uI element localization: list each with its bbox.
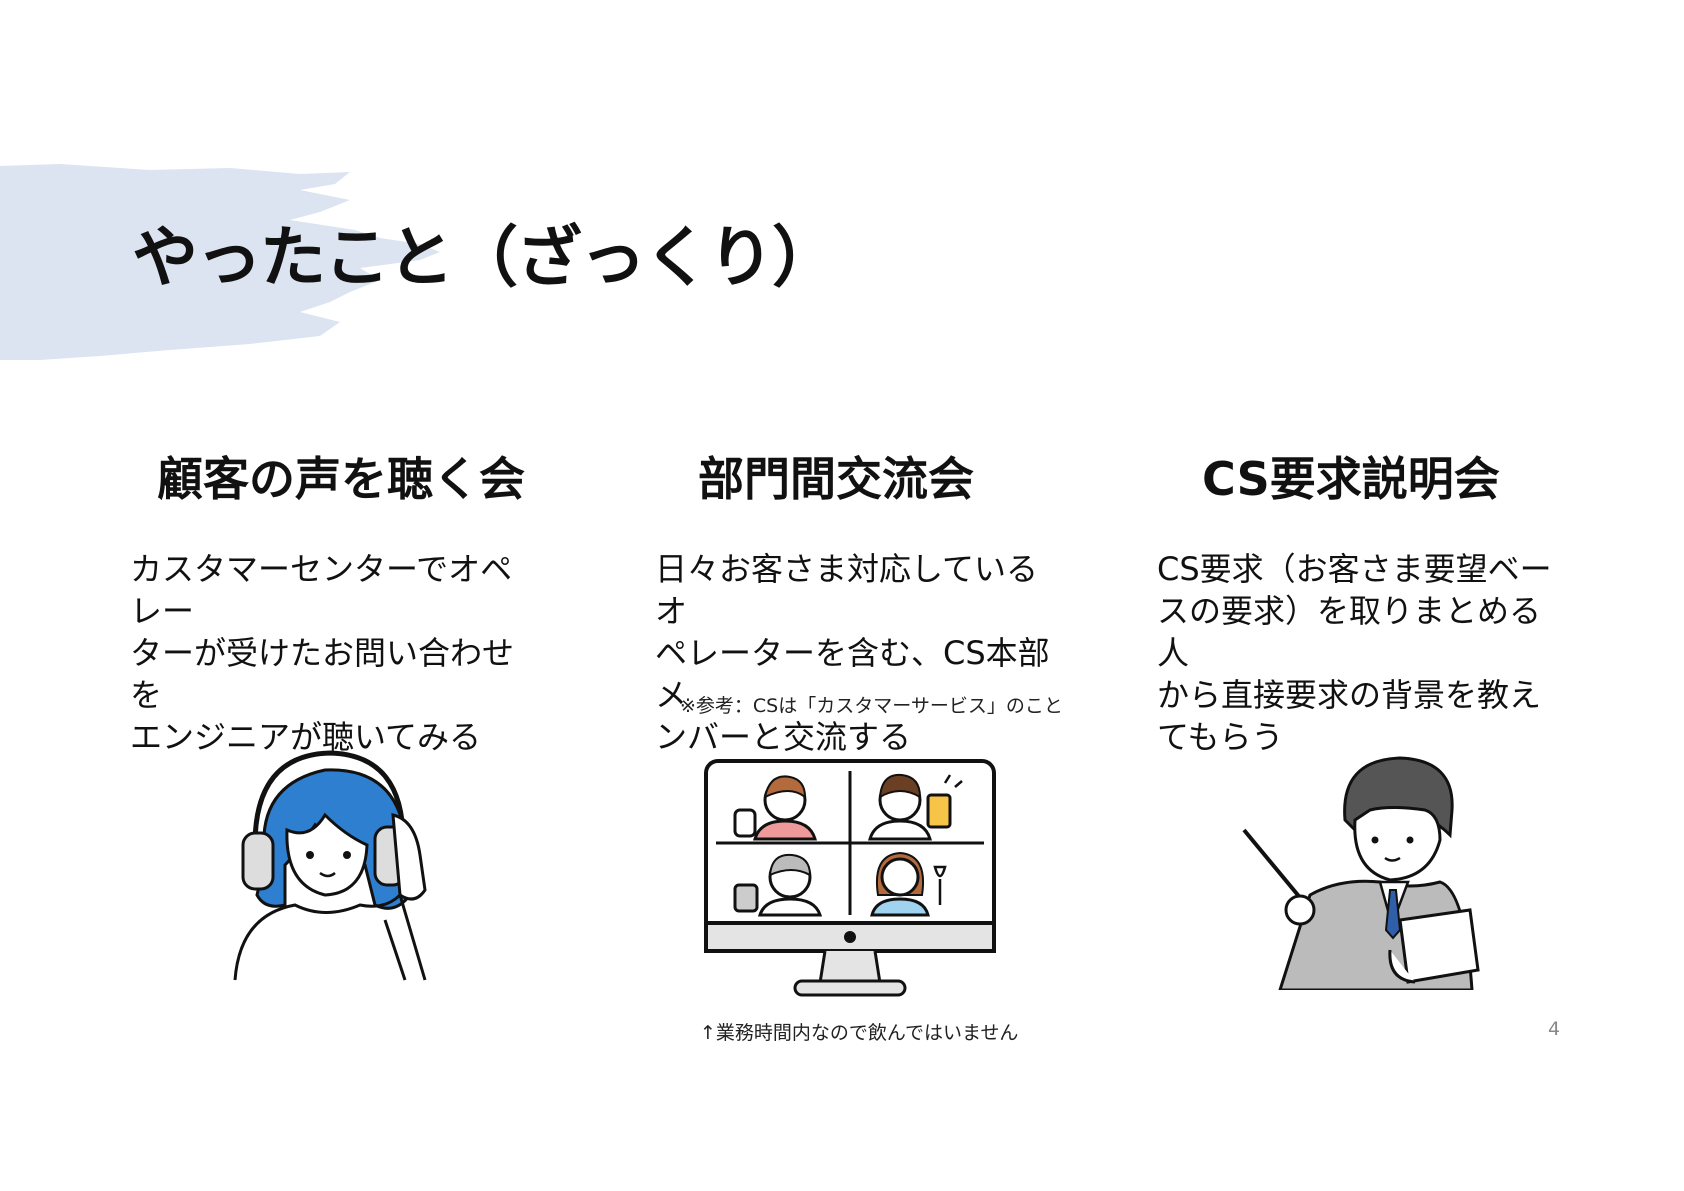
column-1-body: カスタマーセンターでオペレー ターが受けたお問い合わせを エンジニアが聴いてみる (130, 550, 515, 756)
column-2-title: 部門間交流会 (698, 452, 974, 506)
column-2-note: ※参考：CSは「カスタマーサービス」のこと (680, 695, 1063, 717)
column-1-title: 顧客の声を聴く会 (157, 452, 525, 506)
presenter-man-illustration (1242, 756, 1480, 990)
page-number: 4 (1548, 1018, 1561, 1040)
column-2-body: 日々お客さま対応しているオ ペレーターを含む、CS本部メ ンバーと交流する (655, 550, 1050, 756)
headset-woman-illustration (233, 750, 427, 981)
video-call-monitor-illustration (704, 759, 996, 997)
title-brush-stroke (0, 164, 440, 360)
column-3-body: CS要求（お客さま要望ベー スの要求）を取りまとめる人 から直接要求の背景を教え… (1157, 550, 1552, 756)
slide-title: やったこと（ざっくり） (132, 219, 838, 296)
monitor-caption: ↑業務時間内なので飲んではいません (700, 1022, 1019, 1044)
column-3-title: CS要求説明会 (1202, 452, 1500, 506)
